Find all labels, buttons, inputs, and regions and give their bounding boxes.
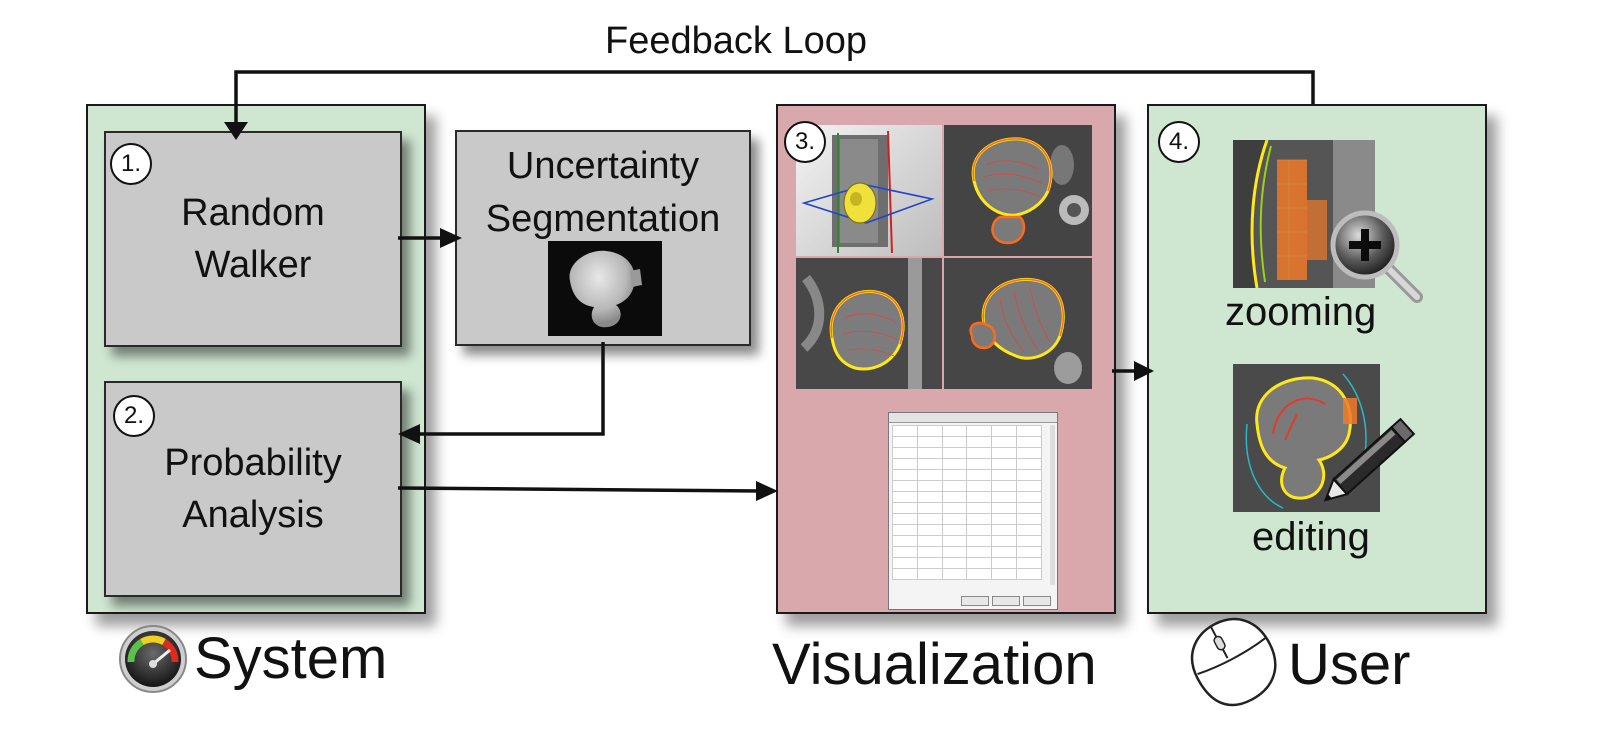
- table-buttons: [961, 596, 1051, 606]
- editing-label: editing: [1252, 515, 1370, 559]
- probability-line2: Analysis: [182, 494, 324, 536]
- probability-table-window: [888, 412, 1058, 610]
- step-2-badge: 2.: [113, 395, 155, 437]
- mouse-icon: [1170, 612, 1288, 714]
- table-scrollbar: [1050, 425, 1055, 585]
- random-walker-line1: Random: [181, 191, 325, 234]
- random-walker-box: Random Walker: [104, 131, 402, 347]
- step-3-badge: 3.: [784, 121, 826, 163]
- axial-slice-view: [944, 125, 1092, 256]
- probability-table: [892, 425, 1042, 580]
- system-label: System: [194, 626, 388, 691]
- 3d-volume-view: [796, 125, 942, 256]
- zooming-label: zooming: [1225, 290, 1377, 334]
- uncertainty-line2: Segmentation: [485, 198, 721, 241]
- walker-to-uncertainty-arrow: [398, 228, 462, 248]
- feedback-loop-arrow: [224, 70, 1315, 140]
- visualization-to-user-arrow: [1112, 361, 1154, 381]
- pencil-icon: [1310, 410, 1430, 510]
- table-window-titlebar: [889, 413, 1057, 423]
- step-1-badge: 1.: [110, 143, 152, 185]
- step-4-badge: 4.: [1158, 121, 1200, 163]
- sagittal-slice-view: [796, 258, 942, 389]
- user-label: User: [1288, 632, 1411, 697]
- random-walker-line2: Walker: [194, 244, 312, 286]
- uncertainty-line1: Uncertainty: [506, 145, 700, 187]
- coronal-slice-view: [944, 258, 1092, 389]
- opencl-gauge-icon: [118, 624, 188, 694]
- feedback-loop-label: Feedback Loop: [605, 20, 867, 62]
- probability-line1: Probability: [164, 441, 342, 484]
- visualization-label: Visualization: [772, 632, 1097, 697]
- uncertainty-map-image: [548, 241, 662, 336]
- magnifier-icon: [1325, 205, 1425, 305]
- probability-to-visualization-arrow: [397, 481, 778, 501]
- uncertainty-to-probability-arrow: [398, 342, 605, 444]
